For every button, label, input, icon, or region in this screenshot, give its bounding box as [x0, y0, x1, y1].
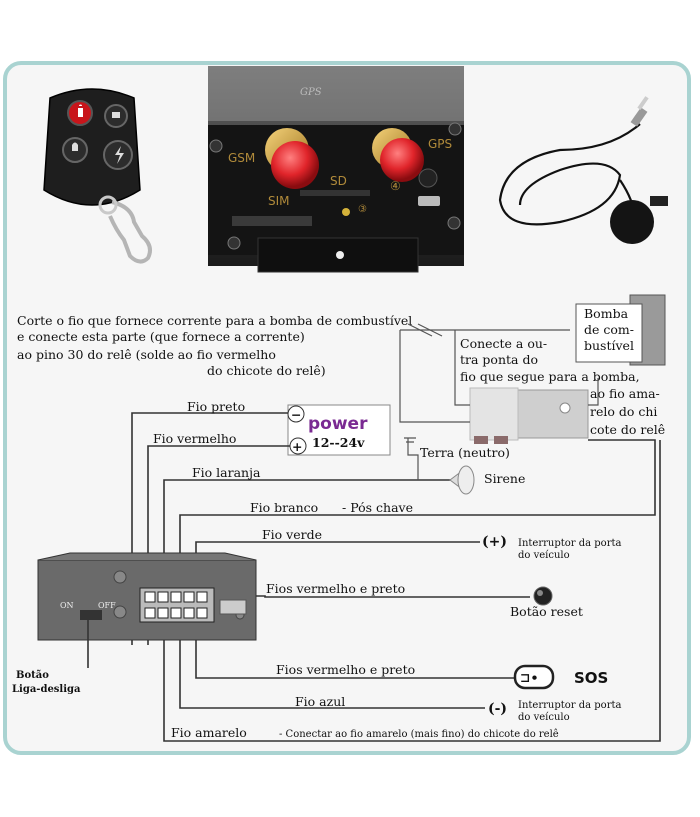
switch-off-label: OFF — [98, 601, 116, 610]
cut-wire-instruction-3: ao pino 30 do relê (solde ao fio vermelh… — [17, 347, 276, 362]
plus-terminal-icon: + — [292, 439, 302, 454]
door-switch-minus-line1: Interruptor da porta — [518, 700, 621, 711]
door-switch-plus-line1: Interruptor da porta — [518, 538, 621, 549]
wire-label-yellow: Fio amarelo — [171, 725, 247, 740]
wire-label-blue: Fio azul — [295, 694, 345, 709]
reset-button-icon — [533, 586, 553, 606]
wire-white — [179, 439, 656, 590]
wire-label-white-note: - Pós chave — [342, 500, 413, 515]
switch-on-label: ON — [60, 601, 74, 610]
microphone — [498, 96, 668, 244]
sim-label: SIM — [268, 194, 290, 208]
connect-instruction-3: fio que segue para a bomba, — [460, 369, 640, 384]
connect-instruction-4: ao fio ama- — [590, 386, 660, 401]
wire-blue — [179, 625, 485, 709]
wire-red — [147, 445, 290, 590]
pump-label-2: de com- — [584, 322, 634, 337]
siren-icon — [449, 465, 475, 495]
pump-label-1: Bomba — [584, 306, 629, 321]
remote-control — [43, 88, 152, 264]
pump-label-3: bustível — [584, 338, 634, 353]
sd-label: SD — [330, 174, 347, 188]
reset-button-label: Botão reset — [510, 604, 583, 619]
wire-label-red-black-2: Fios vermelho e preto — [276, 662, 415, 677]
gps-label: GPS — [428, 137, 452, 151]
door-switch-minus-line2: do veículo — [518, 712, 570, 723]
power-voltage: 12--24v — [312, 435, 365, 450]
gsm-label: GSM — [228, 151, 255, 165]
wire-label-yellow-note: - Conectar ao fio amarelo (mais fino) do… — [279, 729, 559, 740]
sos-label: SOS — [574, 669, 608, 687]
wire-black — [131, 412, 288, 590]
relay — [469, 387, 589, 444]
sos-button-icon: ⊐• — [513, 664, 555, 690]
tracker-brand: GPS — [300, 87, 322, 98]
onoff-button-label-2: Liga-desliga — [12, 684, 81, 695]
num3-label: ③ — [358, 204, 367, 215]
cut-wire-instruction-2: e conecte esta parte (que fornece a corr… — [17, 329, 305, 344]
onoff-button-label-1: Botão — [16, 670, 49, 681]
gsm-antenna-connector — [271, 141, 319, 189]
gps-tracker: GPS GSM GPS SD SIM ③ ④ — [208, 66, 464, 273]
door-switch-plus-sign: (+) — [482, 534, 507, 550]
connect-instruction-6: cote do relê — [590, 422, 665, 437]
ground-label: Terra (neutro) — [420, 445, 510, 460]
connect-instruction-5: relo do chi — [590, 404, 657, 419]
tracker-unit: ON OFF — [37, 552, 257, 641]
door-switch-plus-line2: do veículo — [518, 550, 570, 561]
connect-instruction-2: tra ponta do — [460, 352, 538, 367]
siren-label: Sirene — [484, 471, 525, 486]
cut-wire-instruction-4: do chicote do relê) — [207, 363, 326, 378]
svg-text:⊐•: ⊐• — [520, 670, 538, 685]
power-label: power — [308, 414, 368, 434]
door-switch-minus-sign: (-) — [488, 701, 507, 717]
num4-label: ④ — [390, 179, 401, 193]
wire-red-black-sos — [195, 625, 515, 679]
wire-label-green: Fio verde — [262, 527, 322, 542]
cut-wire-instruction-1: Corte o fio que fornece corrente para a … — [17, 313, 412, 328]
power-box: power 12--24v − + — [287, 404, 391, 456]
wire-label-white: Fio branco — [250, 500, 318, 515]
fuel-pump: Bomba de com- bustível — [575, 294, 666, 366]
wire-red-black-reset — [212, 595, 530, 598]
wire-label-red: Fio vermelho — [153, 431, 236, 446]
wire-yellow — [163, 440, 661, 742]
wire-label-black: Fio preto — [187, 399, 245, 414]
minus-terminal-icon: − — [291, 407, 301, 422]
connect-instruction-1: Conecte a ou- — [460, 336, 547, 351]
wire-label-orange: Fio laranja — [192, 465, 261, 480]
wire-label-red-black-1: Fios vermelho e preto — [266, 581, 405, 596]
gps-antenna-connector — [380, 138, 424, 182]
